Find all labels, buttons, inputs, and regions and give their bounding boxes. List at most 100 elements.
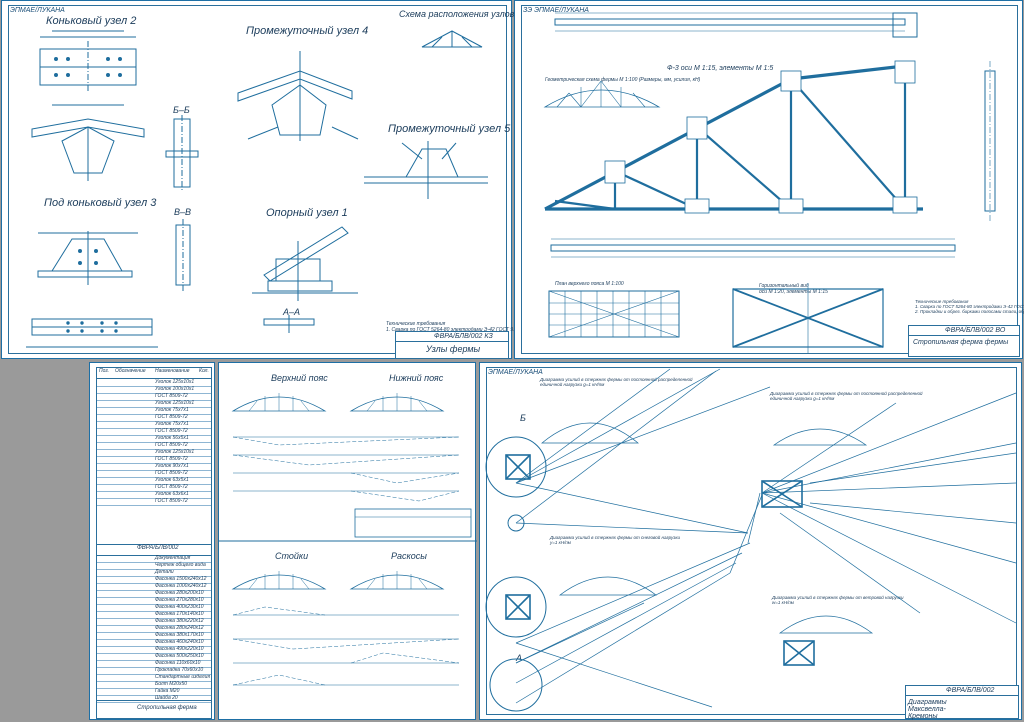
spec-row: Фасонка 380х220х12 [97,618,211,626]
spec-row-name: Фасонка 380х170х10 [155,632,204,638]
diagram-caption-1: Диаграмма усилий в стержнях фермы от пос… [540,377,693,387]
spec-row: Уголок 63х5х1 [97,477,211,485]
spec-row-name: Фасонка 500х250х10 [155,653,204,659]
title-block-cremona: ФВРА/БЛВ/002 Диаграммы Максвелла-Кремоны [905,685,1019,720]
title-block-code: ФВРА/БЛВ/002 КЗ [434,333,493,340]
spec-row-name: ГОСТ 8509-72 [155,498,188,504]
diagram-caption-3: Диаграмма усилий в стержнях фермы от сне… [550,535,680,545]
spec-row-name: ГОСТ 8509-72 [155,414,188,420]
spec-row: ГОСТ 8509-72 [97,428,211,436]
spec-row-name: Фасонка 170х140х10 [155,611,204,617]
spec-row-name: Чертеж общего вида [155,562,206,568]
section-b-b: Б–Б [173,105,190,115]
spec-row: ГОСТ 8509-72 [97,414,211,422]
spec-table: Поз. Обозначение Наименование Кол. Уголо… [96,367,212,719]
spec-row-name: Фасонка 400х230х10 [155,604,204,610]
spec-row: Стандартные изделия [97,674,211,682]
sheet-cremona: ЭПМАЕ/ЛУКАНА Диаграмма усилий в стержнях… [479,362,1022,720]
spec-row-name: Стандартные изделия [155,674,211,680]
spec-row: Уголок 100х10х1 [97,386,211,394]
spec-row: Фасонка 270х280х10 [97,597,211,605]
spec-row-name: Фасонка 280х200х10 [155,590,204,596]
spec-row-name: Гайка М20 [155,688,180,694]
col-header-designation: Обозначение [115,368,146,374]
truss-drawing [543,12,996,353]
spec-row-name: ГОСТ 8509-72 [155,456,188,462]
title-block-truss: ФВРА/БЛВ/002 ВО Стропильная ферма фермы [908,325,1020,357]
spec-row: Уголок 75х7х1 [97,407,211,415]
title-support-node-1: Опорный узел 1 [266,207,348,219]
nodes-drawing [26,30,488,348]
title-block-code: ФВРА/БЛВ/002 [946,687,995,694]
spec-row-name: ГОСТ 8509-72 [155,393,188,399]
spec-row-name: Фасонка 110х60х10 [155,660,201,666]
spec-row-name: Уголок 125х10х1 [155,400,195,406]
section-a-a: А–А [283,307,301,317]
diagram-caption-2: Диаграмма усилий в стержнях фермы от пос… [770,391,923,401]
tech-requirements-note: Технические требования 1. Сварка по ГОСТ… [915,299,1024,314]
spec-row-name: Уголок 75х7х1 [155,407,189,413]
title-block-nodes: ФВРА/БЛВ/002 КЗ Узлы фермы [395,331,509,359]
drawing-frame [486,367,1017,715]
spec-row: Фасонка 490х220х10 [97,646,211,654]
title-intermediate-node-4: Промежуточный узел 4 [246,25,369,37]
spec-row-name: ГОСТ 8509-72 [155,470,188,476]
spec-row: Фасонка 170х140х10 [97,611,211,619]
sheet-specification: Поз. Обозначение Наименование Кол. Уголо… [89,362,215,720]
spec-row: ГОСТ 8509-72 [97,393,211,401]
spec-row: Шайба 20 [97,695,211,703]
title-block-name: Диаграммы Максвелла-Кремоны [908,699,947,720]
title-block-name: Стропильная ферма фермы [913,339,1009,346]
title-bottom-chord: Нижний пояс [389,373,444,383]
spec-row-name: Шайба 20 [155,695,178,701]
title-top-chord: Верхний пояс [271,373,328,383]
spec-row: ГОСТ 8509-72 [97,498,211,506]
top-view-label: План верхнего пояса М 1:100 [555,281,624,287]
spec-row-name: Детали [155,569,174,575]
spec-row: Прокладка 70х60х10 [97,667,211,675]
spec-row: Фасонка 110х60х10 [97,660,211,668]
geometry-label: Геометрическая схема фермы М 1:100 (Разм… [545,77,701,83]
spec-row: Фасонка 1000х240х12 [97,583,211,591]
col-header-name: Наименование [155,368,190,374]
spec-row-name: Уголок 90х7х1 [155,463,189,469]
sheet-influence-lines: Верхний пояс Нижний пояс Стойки Раскосы [218,362,477,720]
sheet-stamp: ЭПМАЕ/ЛУКАНА [10,7,65,14]
spec-row: Уголок 63х6х1 [97,491,211,499]
title-braces: Раскосы [391,551,427,561]
callout-a: А [516,653,523,663]
spec-row: Фасонка 380х170х10 [97,632,211,640]
spec-row: ГОСТ 8509-72 [97,484,211,492]
influence-drawing [219,393,477,686]
spec-row: Болт М20х50 [97,681,211,689]
spec-row: Уголок 75х7х1 [97,421,211,429]
spec-code: ФВРА/БЛВ/002 [137,545,179,551]
spec-row: ГОСТ 8509-72 [97,442,211,450]
title-block-name: Узлы фермы [426,344,481,354]
spec-row-name: Фасонка 1000х240х12 [155,583,207,589]
callout-b: Б [520,413,526,423]
section-v-v: В–В [174,207,192,217]
spec-row: Уголок 56х5х1 [97,435,211,443]
spec-row: ГОСТ 8509-72 [97,470,211,478]
spec-row: Чертеж общего вида [97,562,211,570]
cross-view-label: Горизонтальный вид оси М 1:20, элементы … [759,283,828,295]
spec-row-name: ГОСТ 8509-72 [155,442,188,448]
spec-row: Уголок 125х10х1 [97,400,211,408]
spec-row: Фасонка 400х230х10 [97,604,211,612]
spec-row: Фасонка 280х200х10 [97,590,211,598]
spec-row-name: Уголок 75х7х1 [155,421,189,427]
spec-row: Уголок 90х7х1 [97,463,211,471]
spec-row-name: Прокладка 70х60х10 [155,667,204,673]
spec-row-name: Фасонка 280х240х12 [155,625,204,631]
title-block-code: ФВРА/БЛВ/002 ВО [945,327,1006,334]
spec-row: Документация [97,555,211,563]
spec-row-name: Фасонка 460х240х10 [155,639,204,645]
spec-row-name: Болт М20х50 [155,681,188,687]
diagram-caption-4: Диаграмма усилий в стержнях фермы от вет… [772,595,904,605]
spec-row-name: Уголок 125х10х1 [155,379,195,385]
col-header-pos: Поз. [99,368,110,374]
scale-label: Ф-3 оси М 1:15, элементы М 1:5 [667,65,774,72]
spec-row-name: Фасонка 380х220х12 [155,618,204,624]
drawing-frame [521,5,1018,354]
